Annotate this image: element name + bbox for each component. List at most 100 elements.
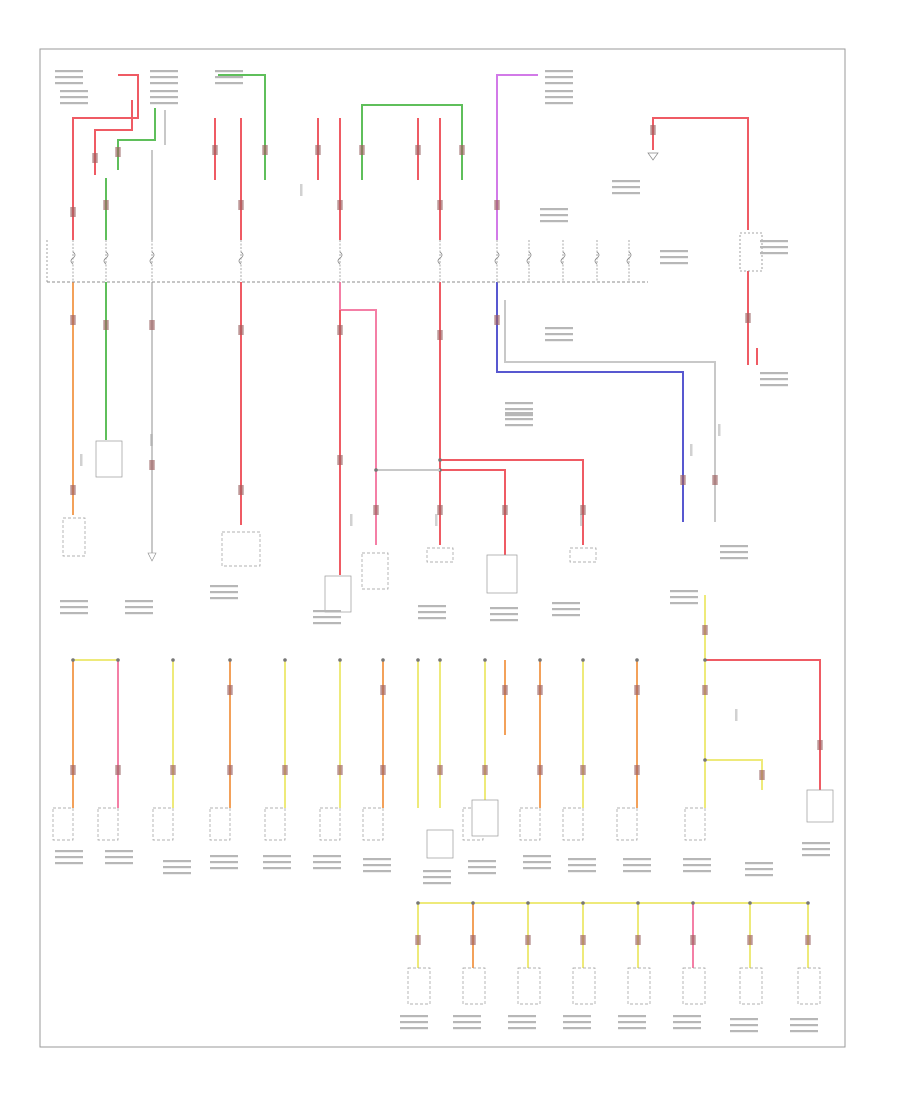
text-line xyxy=(263,861,291,864)
text-line xyxy=(623,870,651,873)
connector-icon xyxy=(817,740,823,750)
text-line xyxy=(545,70,573,73)
text-line xyxy=(545,102,573,105)
ground-triangle xyxy=(647,152,659,161)
text-line xyxy=(612,192,640,195)
text-line xyxy=(150,82,178,85)
text-line xyxy=(760,246,788,249)
text-line xyxy=(552,602,580,605)
fuse-symbol-icon xyxy=(103,240,109,282)
splice-dot-icon xyxy=(691,901,695,905)
connector-icon xyxy=(70,485,76,495)
connector-icon xyxy=(634,765,640,775)
component-box xyxy=(797,967,821,1005)
fuse-symbol-icon xyxy=(526,240,532,282)
text-line xyxy=(163,860,191,863)
unreadable-text-block xyxy=(505,402,533,417)
splice-dot-icon xyxy=(635,658,639,662)
unreadable-text-block xyxy=(263,855,291,870)
text-line xyxy=(730,1018,758,1021)
text-line xyxy=(400,1015,428,1018)
text-line xyxy=(612,180,640,183)
unreadable-text-block xyxy=(618,1015,646,1030)
text-line xyxy=(55,856,83,859)
text-line xyxy=(730,1030,758,1033)
text-line xyxy=(150,102,178,105)
unreadable-text-block xyxy=(745,862,773,877)
fuse-element xyxy=(70,251,76,265)
unreadable-text-block xyxy=(400,1015,428,1030)
component-box xyxy=(152,807,174,841)
text-line xyxy=(540,214,568,217)
connector-icon xyxy=(494,200,500,210)
wire xyxy=(496,74,538,240)
text-line xyxy=(418,605,446,608)
unreadable-text-block xyxy=(150,70,178,85)
connector-icon xyxy=(380,685,386,695)
text-line xyxy=(313,867,341,870)
text-line xyxy=(490,619,518,622)
splice-dot-icon xyxy=(374,468,378,472)
connector-icon xyxy=(747,935,753,945)
unreadable-text-block xyxy=(545,327,573,342)
text-line xyxy=(670,596,698,599)
unreadable-text-block xyxy=(563,1015,591,1030)
wire-label-mark xyxy=(435,514,438,526)
text-line xyxy=(468,872,496,875)
connector-icon xyxy=(238,485,244,495)
text-line xyxy=(568,858,596,861)
text-line xyxy=(150,70,178,73)
text-line xyxy=(568,870,596,873)
component-box xyxy=(462,967,486,1005)
connector-icon xyxy=(635,935,641,945)
connector-icon xyxy=(282,765,288,775)
fuse-symbol-icon xyxy=(560,240,566,282)
connector-icon xyxy=(580,765,586,775)
unreadable-text-block xyxy=(150,90,178,105)
text-line xyxy=(505,418,533,421)
unreadable-text-block xyxy=(508,1015,536,1030)
component-box xyxy=(361,552,389,590)
text-line xyxy=(760,252,788,255)
text-line xyxy=(545,82,573,85)
fuse-symbol-icon xyxy=(494,240,500,282)
text-line xyxy=(508,1021,536,1024)
text-line xyxy=(720,545,748,548)
fuse-element xyxy=(337,251,343,265)
component-box xyxy=(97,807,119,841)
text-line xyxy=(552,614,580,617)
component-box xyxy=(562,807,584,841)
connector-icon xyxy=(537,685,543,695)
text-line xyxy=(760,372,788,375)
splice-dot-icon xyxy=(703,658,707,662)
text-line xyxy=(790,1024,818,1027)
wire xyxy=(496,282,684,522)
text-line xyxy=(210,585,238,588)
text-line xyxy=(612,186,640,189)
component-box xyxy=(426,829,454,859)
fuse-element xyxy=(437,251,443,265)
text-line xyxy=(263,855,291,858)
connector-icon xyxy=(92,153,98,163)
unreadable-text-block xyxy=(105,850,133,865)
unreadable-text-block xyxy=(60,90,88,105)
text-line xyxy=(418,611,446,614)
text-line xyxy=(760,378,788,381)
component-box xyxy=(95,440,123,478)
text-line xyxy=(105,850,133,853)
text-line xyxy=(55,82,83,85)
unreadable-text-block xyxy=(490,607,518,622)
text-line xyxy=(523,861,551,864)
text-line xyxy=(505,408,533,411)
text-line xyxy=(660,262,688,265)
wire xyxy=(339,282,377,545)
component-box xyxy=(684,807,706,841)
arrow-down-icon xyxy=(147,552,157,562)
unreadable-text-block xyxy=(760,372,788,387)
text-line xyxy=(745,862,773,865)
connector-icon xyxy=(103,200,109,210)
text-line xyxy=(150,96,178,99)
unreadable-text-block xyxy=(423,870,451,885)
text-line xyxy=(670,590,698,593)
text-line xyxy=(623,858,651,861)
